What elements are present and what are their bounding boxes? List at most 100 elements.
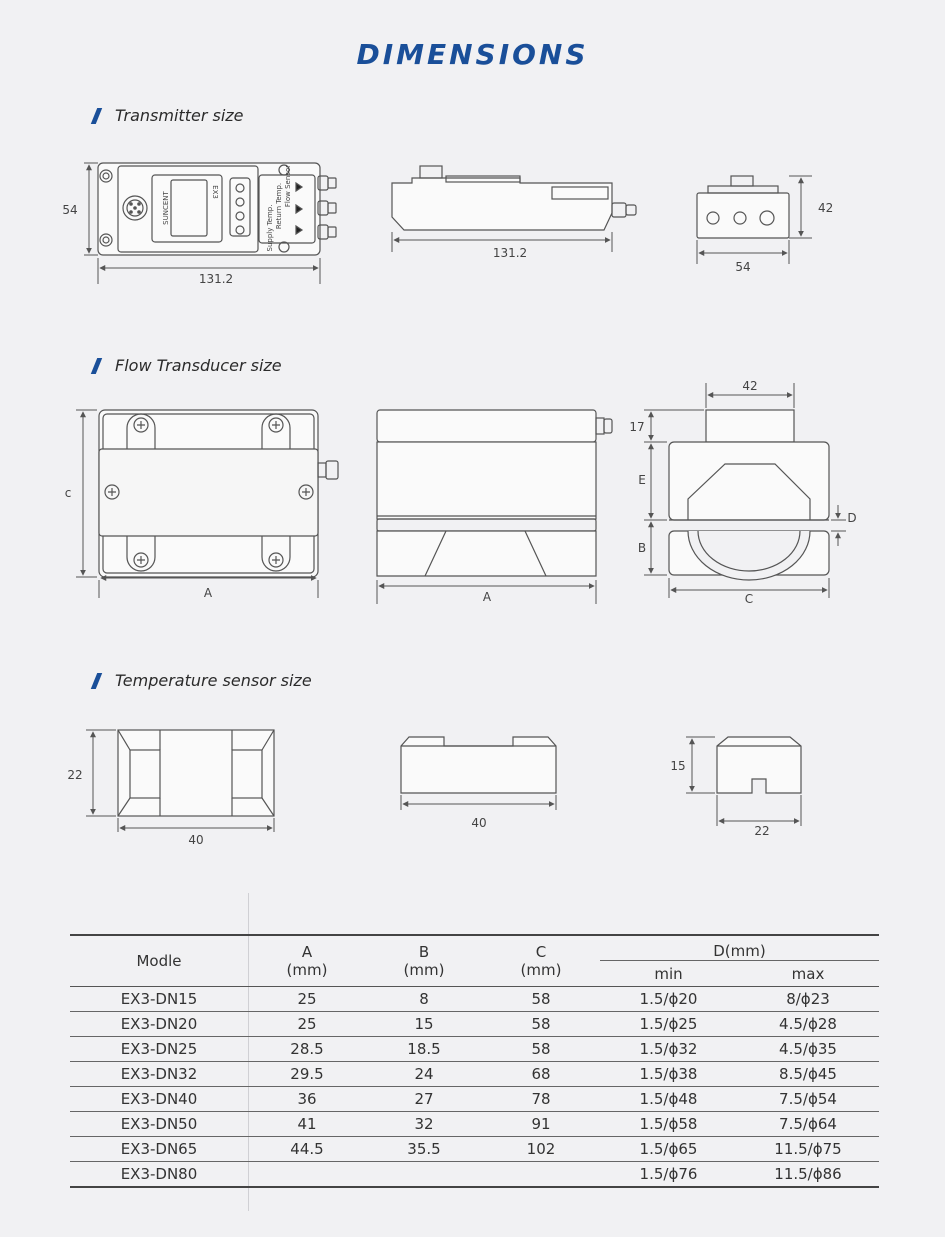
cell-a: 36 (248, 1086, 366, 1112)
header-b-unit: (mm) (403, 961, 445, 979)
dim-label: D (847, 511, 856, 525)
flow-transducer-side-view (376, 409, 613, 577)
cell-model: EX3-DN40 (70, 1086, 248, 1112)
transmitter-end-view (696, 175, 790, 239)
dim-label: 40 (471, 816, 486, 830)
page-title: DIMENSIONS (356, 38, 589, 71)
port-label: Supply Temp. (266, 205, 274, 252)
section-heading-transmitter: Transmitter size (90, 106, 244, 125)
flow-transducer-end-view (668, 409, 830, 581)
section-label: Flow Transducer size (115, 356, 282, 375)
dim-label: 54 (735, 260, 750, 274)
cell-model: EX3-DN50 (70, 1111, 248, 1137)
cell-c: 102 (482, 1136, 600, 1162)
cell-d-max: 11.5/ϕ75 (737, 1136, 879, 1162)
cell-d-min: 1.5/ϕ58 (600, 1111, 737, 1137)
cell-b: 35.5 (366, 1136, 482, 1162)
header-a-unit: (mm) (286, 961, 328, 979)
cell-c: 78 (482, 1086, 600, 1112)
table-row: EX3-DN50 41 32 91 1.5/ϕ58 7.5/ϕ64 (70, 1111, 879, 1137)
section-heading-temperature: Temperature sensor size (90, 671, 312, 690)
cell-d-max: 4.5/ϕ35 (737, 1036, 879, 1062)
dim-label: 131.2 (199, 272, 233, 286)
cell-model: EX3-DN80 (70, 1161, 248, 1188)
model-mark: EX3 (211, 185, 219, 199)
cell-c: 58 (482, 986, 600, 1012)
section-heading-flow: Flow Transducer size (90, 356, 282, 375)
cell-d-max: 4.5/ϕ28 (737, 1011, 879, 1037)
section-label: Temperature sensor size (115, 671, 312, 690)
dimension-table: Modle A (mm) B (mm) C (mm) D(mm) min max… (70, 934, 879, 1188)
port-label: Flow Sensor (284, 165, 292, 207)
header-c-label: C (535, 943, 547, 961)
cell-model: EX3-DN32 (70, 1061, 248, 1087)
brand-label: SUNCENT (162, 190, 170, 224)
dim-label: 22 (754, 824, 769, 838)
dim-label: A (204, 586, 213, 600)
cell-model: EX3-DN20 (70, 1011, 248, 1037)
cell-c: 58 (482, 1011, 600, 1037)
cell-d-min: 1.5/ϕ76 (600, 1161, 737, 1188)
table-row: EX3-DN15 25 8 58 1.5/ϕ20 8/ϕ23 (70, 986, 879, 1012)
dimension-drawings: SUNCENT EX3 Supply Temp. Return Temp. Fl… (62, 162, 857, 847)
header-d-max: max (737, 960, 879, 987)
dim-label: 22 (67, 768, 82, 782)
cell-a: 25 (248, 1011, 366, 1037)
header-b: B (mm) (366, 934, 482, 987)
cell-a: 28.5 (248, 1036, 366, 1062)
table-row: EX3-DN80 1.5/ϕ76 11.5/ϕ86 (70, 1161, 879, 1188)
port-label: Return Temp. (275, 183, 283, 229)
cell-b: 8 (366, 986, 482, 1012)
cell-b: 18.5 (366, 1036, 482, 1062)
cell-b: 24 (366, 1061, 482, 1087)
cell-d-max: 7.5/ϕ54 (737, 1086, 879, 1112)
dim-label: 42 (818, 201, 833, 215)
header-a-label: A (301, 943, 313, 961)
temperature-sensor-side-view (400, 736, 557, 794)
dim-label: C (745, 592, 753, 606)
header-d-min: min (600, 960, 737, 987)
cell-b: 32 (366, 1111, 482, 1137)
transmitter-front-view (97, 162, 337, 256)
dim-label: 54 (62, 203, 77, 217)
table-row: EX3-DN65 44.5 35.5 102 1.5/ϕ65 11.5/ϕ75 (70, 1136, 879, 1162)
cell-c: 68 (482, 1061, 600, 1087)
flow-transducer-top-view (98, 409, 339, 578)
cell-d-max: 8.5/ϕ45 (737, 1061, 879, 1087)
header-b-label: B (418, 943, 430, 961)
cell-d-max: 11.5/ϕ86 (737, 1161, 879, 1188)
cell-model: EX3-DN15 (70, 986, 248, 1012)
cell-c: 58 (482, 1036, 600, 1062)
cell-d-max: 8/ϕ23 (737, 986, 879, 1012)
header-d: D(mm) (600, 934, 879, 961)
dim-label: 17 (629, 420, 644, 434)
cell-c: 91 (482, 1111, 600, 1137)
dim-label: 131.2 (493, 246, 527, 260)
cell-b: 15 (366, 1011, 482, 1037)
cell-d-min: 1.5/ϕ25 (600, 1011, 737, 1037)
dim-label: A (483, 590, 492, 604)
cell-a: 41 (248, 1111, 366, 1137)
cell-a (248, 1161, 366, 1188)
cell-a: 44.5 (248, 1136, 366, 1162)
dim-label: E (638, 473, 646, 487)
cell-d-max: 7.5/ϕ64 (737, 1111, 879, 1137)
temperature-sensor-end-view (716, 736, 802, 794)
cell-d-min: 1.5/ϕ20 (600, 986, 737, 1012)
cell-model: EX3-DN65 (70, 1136, 248, 1162)
transmitter-side-view (391, 165, 637, 231)
dim-label: c (65, 486, 72, 500)
table-row: EX3-DN40 36 27 78 1.5/ϕ48 7.5/ϕ54 (70, 1086, 879, 1112)
table-row: EX3-DN32 29.5 24 68 1.5/ϕ38 8.5/ϕ45 (70, 1061, 879, 1087)
cell-d-min: 1.5/ϕ48 (600, 1086, 737, 1112)
dim-label: 15 (670, 759, 685, 773)
cell-b: 27 (366, 1086, 482, 1112)
table-row: EX3-DN25 28.5 18.5 58 1.5/ϕ32 4.5/ϕ35 (70, 1036, 879, 1062)
section-label: Transmitter size (115, 106, 244, 125)
cell-a: 29.5 (248, 1061, 366, 1087)
dim-label: B (638, 541, 646, 555)
cell-d-min: 1.5/ϕ65 (600, 1136, 737, 1162)
dim-label: 40 (188, 833, 203, 847)
header-model: Modle (70, 934, 248, 987)
cell-model: EX3-DN25 (70, 1036, 248, 1062)
